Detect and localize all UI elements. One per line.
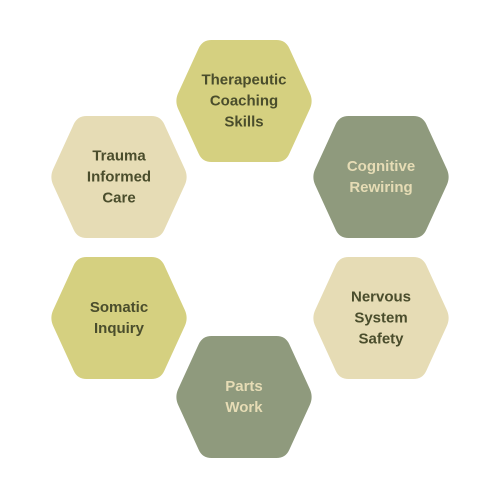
hexagon-label-trauma-line-1: Trauma	[92, 148, 146, 165]
hexagon-shape-cognitive	[313, 116, 449, 238]
hexagon-label-therapeutic-line-3: Skills	[224, 114, 263, 131]
hexagon-label-cognitive-line-2: Rewiring	[349, 179, 412, 196]
hexagon-shape-somatic	[51, 257, 187, 379]
hexagon-label-therapeutic-line-2: Coaching	[210, 93, 278, 110]
hexagon-shape-trauma	[51, 116, 187, 238]
hexagon-label-trauma-line-3: Care	[102, 190, 135, 207]
hexagon-label-somatic-line-1: Somatic	[90, 299, 148, 316]
hexagon-label-trauma-line-2: Informed	[87, 169, 151, 186]
hexagon-label-nervous-line-1: Nervous	[351, 289, 411, 306]
hexagon-label-somatic-line-2: Inquiry	[94, 320, 145, 337]
hexagon-label-parts-line-1: Parts	[225, 378, 263, 395]
hexagon-label-nervous-line-2: System	[354, 310, 407, 327]
hexagon-shape-therapeutic	[176, 40, 312, 162]
hexagon-label-parts-line-2: Work	[225, 399, 263, 416]
hexagon-label-cognitive-line-1: Cognitive	[347, 158, 415, 175]
hexagon-shape-nervous	[313, 257, 449, 379]
hexagon-shape-parts	[176, 336, 312, 458]
hexagon-label-therapeutic-line-1: Therapeutic	[201, 72, 286, 89]
hexagon-label-nervous-line-3: Safety	[358, 331, 404, 348]
